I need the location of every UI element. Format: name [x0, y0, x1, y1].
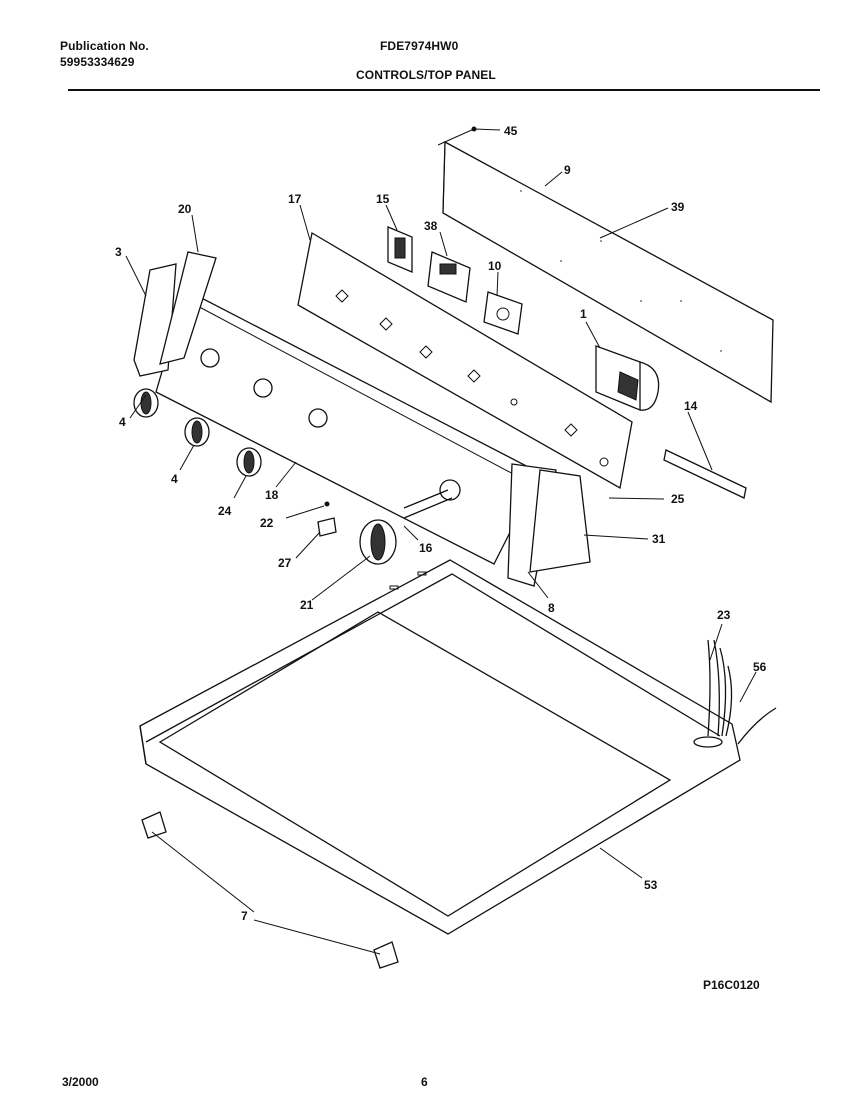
footer-date: 3/2000	[62, 1075, 99, 1089]
knob-part	[133, 388, 262, 477]
callout-9: 9	[564, 163, 571, 177]
screw-icon	[324, 501, 330, 507]
callout-1: 1	[580, 307, 587, 321]
callout-3: 3	[115, 245, 122, 259]
callout-18: 18	[265, 488, 279, 502]
timer-knob-part	[359, 519, 397, 565]
clip-part	[317, 517, 337, 537]
callout-15: 15	[376, 192, 390, 206]
header-rule	[68, 89, 820, 91]
hinge-part	[141, 811, 167, 839]
callout-27: 27	[278, 556, 292, 570]
section-title: CONTROLS/TOP PANEL	[356, 68, 496, 82]
callout-25: 25	[671, 492, 685, 506]
page-number: 6	[421, 1075, 428, 1089]
wire-harness-part	[693, 639, 777, 748]
hinge-part	[373, 941, 399, 969]
callout-53: 53	[644, 878, 658, 892]
callout-4-second: 4	[171, 472, 178, 486]
rear-panel-part	[442, 140, 774, 404]
publication-label: Publication No.	[60, 39, 149, 53]
callout-7: 7	[241, 909, 248, 923]
leader-lines	[125, 128, 757, 955]
console-panel-part	[155, 289, 541, 565]
drawing-code: P16C0120	[703, 978, 760, 992]
left-end-cap-part	[133, 251, 217, 377]
callout-17: 17	[288, 192, 302, 206]
callout-8: 8	[548, 601, 555, 615]
callout-31: 31	[652, 532, 666, 546]
light-part	[663, 449, 747, 499]
callout-22: 22	[260, 516, 274, 530]
callout-39: 39	[671, 200, 685, 214]
timer-part	[595, 345, 660, 411]
model-number: FDE7974HW0	[380, 39, 459, 53]
callout-20: 20	[178, 202, 192, 216]
selector-switch-part	[427, 251, 471, 303]
top-panel-part	[139, 559, 741, 935]
callout-56: 56	[753, 660, 767, 674]
callout-38: 38	[424, 219, 438, 233]
callout-4-first: 4	[119, 415, 126, 429]
right-end-cap-part	[507, 463, 591, 587]
callout-10: 10	[488, 259, 502, 273]
callout-14: 14	[684, 399, 698, 413]
publication-number: 59953334629	[60, 55, 135, 69]
callout-16: 16	[419, 541, 433, 555]
push-switch-part	[483, 291, 523, 335]
switch-part	[387, 226, 413, 273]
callout-45: 45	[504, 124, 518, 138]
callout-24: 24	[218, 504, 232, 518]
control-bracket-part	[297, 231, 633, 490]
callout-23: 23	[717, 608, 731, 622]
callout-21: 21	[300, 598, 314, 612]
